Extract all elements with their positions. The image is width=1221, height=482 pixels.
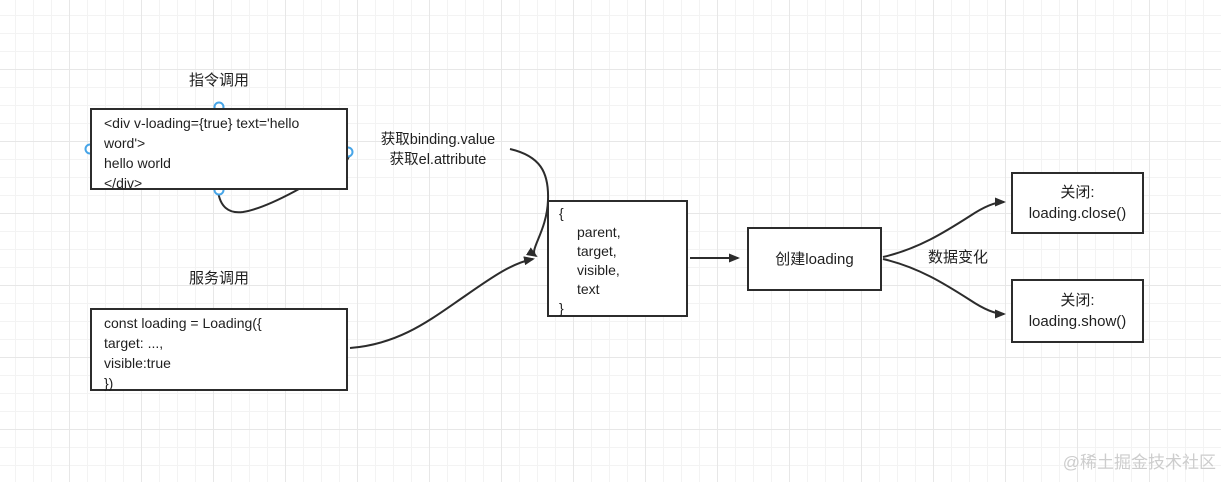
directive-code-node[interactable]: <div v-loading={true} text='hello word'>… — [90, 108, 348, 191]
options-line: text — [577, 281, 600, 297]
code-line: target: ..., — [104, 335, 164, 351]
code-line: const loading = Loading({ — [104, 315, 262, 331]
service-code-node[interactable]: const loading = Loading({ target: ..., v… — [90, 308, 348, 391]
code-line: hello world — [104, 155, 171, 171]
options-line: target, — [577, 243, 617, 259]
service-call-title[interactable]: 服务调用 — [188, 270, 249, 287]
note-line: 获取el.attribute — [389, 152, 487, 168]
close-line: loading.close() — [1028, 205, 1127, 222]
directive-call-title[interactable]: 指令调用 — [188, 72, 249, 89]
connector-binding-note-to-options[interactable] — [509, 148, 550, 258]
connector-service-to-options[interactable] — [349, 256, 535, 349]
close-line: 关闭: — [1060, 184, 1095, 201]
options-line: visible, — [577, 262, 620, 278]
options-line: parent, — [577, 224, 621, 240]
loading-show-node[interactable]: 关闭: loading.show() — [1011, 279, 1144, 343]
code-line: <div v-loading={true} text='hello — [104, 115, 300, 131]
note-line: 获取binding.value — [380, 132, 496, 148]
show-line: loading.show() — [1028, 313, 1127, 330]
juejin-watermark: @稀土掘金技术社区 — [1062, 453, 1216, 472]
binding-note-label[interactable]: 获取binding.value 获取el.attribute — [363, 130, 513, 170]
options-line: } — [559, 300, 564, 316]
code-line: }) — [104, 375, 114, 391]
options-line: { — [559, 205, 564, 221]
loading-close-node[interactable]: 关闭: loading.close() — [1011, 172, 1144, 234]
data-change-label[interactable]: 数据变化 — [928, 249, 989, 266]
show-line: 关闭: — [1060, 292, 1095, 309]
code-line: </div> — [104, 175, 143, 191]
connector-create-to-close[interactable] — [882, 197, 1006, 258]
code-line: word'> — [104, 135, 146, 151]
create-loading-label: 创建loading — [775, 250, 854, 268]
options-node[interactable]: { parent, target, visible, text } — [547, 200, 688, 317]
code-line: visible:true — [104, 355, 171, 371]
create-loading-node[interactable]: 创建loading — [747, 227, 882, 291]
connector-create-to-show[interactable] — [882, 258, 1006, 319]
